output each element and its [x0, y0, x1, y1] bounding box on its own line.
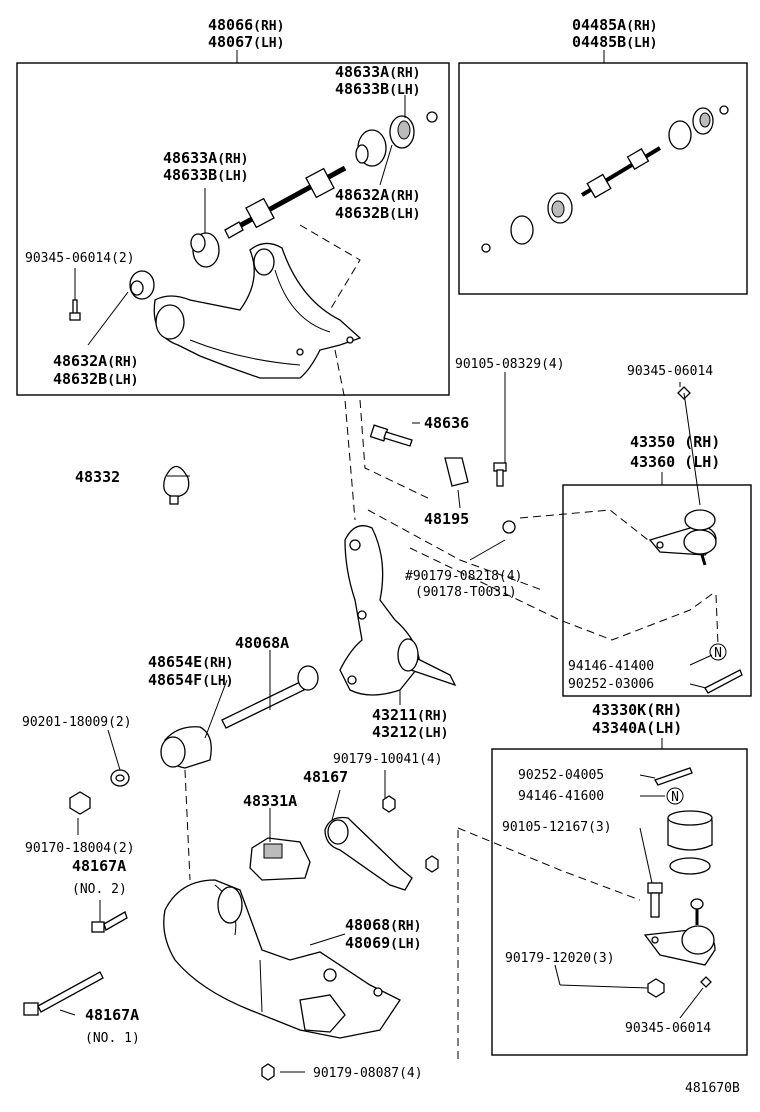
kit-shaft — [481, 105, 729, 253]
label-90179-10041: 90179-10041(4) — [333, 752, 443, 767]
label-90345-06014: 90345-06014 — [627, 364, 713, 379]
label-90252-03006: 90252-03006 — [568, 677, 654, 692]
bushing-48654 — [160, 726, 212, 769]
label-48636: 48636 — [424, 414, 469, 432]
label-90179-12020: 90179-12020(3) — [505, 951, 615, 966]
n-symbol-upper — [709, 643, 727, 661]
label-48167a-no2-sub: (NO. 2) — [72, 882, 127, 897]
upper-ball-joint — [648, 386, 717, 566]
bushing-48632-top — [389, 115, 415, 149]
label-48654f: 48654F(LH) — [148, 671, 234, 689]
label-90252-04005: 90252-04005 — [518, 768, 604, 783]
label-04485b: 04485B(LH) — [572, 33, 658, 51]
label-43212: 43212(LH) — [372, 723, 448, 741]
stopper-48331a — [249, 837, 311, 881]
n-symbol-upper-text: N — [714, 646, 722, 661]
upper-arm-shaft — [224, 165, 347, 239]
label-90105-12167: 90105-12167(3) — [502, 820, 612, 835]
cotter-pin-90252-03006 — [704, 669, 743, 694]
label-43360: 43360 (LH) — [630, 453, 720, 471]
label-48167a-no1: 48167A — [85, 1006, 139, 1024]
label-90170-18004: 90170-18004(2) — [25, 841, 135, 856]
dust-boot — [667, 810, 713, 875]
label-48069: 48069(LH) — [345, 934, 421, 952]
label-48633a-mid: 48633A(RH) — [163, 149, 249, 167]
cotter-pin-90252-04005 — [654, 767, 693, 786]
label-48331a: 48331A — [243, 792, 297, 810]
lower-ball-joint-box — [491, 748, 748, 1056]
label-48167a-no2: 48167A — [72, 857, 126, 875]
bump-stopper-48332 — [163, 465, 190, 505]
label-90179-08218: #90179-08218(4) — [405, 569, 522, 584]
n-symbol-lower-text: N — [671, 790, 679, 805]
label-48633b-top: 48633B(LH) — [335, 80, 421, 98]
lower-ball-joint — [643, 882, 716, 998]
label-43211: 43211(RH) — [372, 706, 448, 724]
label-48654e: 48654E(RH) — [148, 653, 234, 671]
idler-arm-48167 — [324, 795, 439, 891]
label-48068a: 48068A — [235, 634, 289, 652]
bolt-90345-small — [69, 111, 438, 321]
label-90345-06014-b: 90345-06014 — [625, 1021, 711, 1036]
label-90105-08329: 90105-08329(4) — [455, 357, 565, 372]
bolt-48167a-no1 — [23, 971, 104, 1016]
bushing-48632-low — [129, 270, 155, 300]
label-48167: 48167 — [303, 768, 348, 786]
bolt-48636 — [369, 424, 413, 447]
label-90178-t0031: (90178-T0031) — [415, 585, 517, 600]
bushing-48633-top — [355, 129, 387, 167]
upper-ball-joint-box — [562, 484, 752, 697]
upper-arm-bushing-kit-box — [458, 62, 748, 295]
upper-arm-group-box — [16, 62, 450, 396]
label-43340a: 43340A(LH) — [592, 719, 682, 737]
upper-control-arm — [153, 242, 362, 379]
label-48632b-low: 48632B(LH) — [53, 370, 139, 388]
label-48195: 48195 — [424, 510, 469, 528]
washer-90201 — [110, 769, 130, 787]
bolt-90105 — [493, 462, 516, 534]
steering-knuckle — [339, 525, 457, 696]
diagram-id: 481670B — [685, 1081, 740, 1096]
label-94146-41400: 94146-41400 — [568, 659, 654, 674]
nut-90170 — [69, 791, 91, 815]
label-48633a-top: 48633A(RH) — [335, 63, 421, 81]
bushing-48633-mid — [190, 232, 220, 268]
label-90345-06014-2: 90345-06014(2) — [25, 251, 135, 266]
n-symbol-lower — [666, 787, 684, 805]
bracket-48195 — [444, 457, 469, 487]
label-48067: 48067(LH) — [208, 33, 284, 51]
label-48068: 48068(RH) — [345, 916, 421, 934]
lower-control-arm — [163, 879, 401, 1039]
label-90179-08087: 90179-08087(4) — [313, 1066, 423, 1081]
bolt-48167a-no2 — [91, 911, 128, 933]
label-94146-41600: 94146-41600 — [518, 789, 604, 804]
label-48633b-mid: 48633B(LH) — [163, 166, 249, 184]
label-43350: 43350 (RH) — [630, 433, 720, 451]
label-48332: 48332 — [75, 468, 120, 486]
label-48167a-no1-sub: (NO. 1) — [85, 1031, 140, 1046]
label-48632a-mid: 48632A(RH) — [335, 186, 421, 204]
label-43330k: 43330K(RH) — [592, 701, 682, 719]
bolt-48068a — [221, 665, 319, 729]
label-48632a-low: 48632A(RH) — [53, 352, 139, 370]
label-48632b-mid: 48632B(LH) — [335, 204, 421, 222]
nut-90179-08087 — [261, 1063, 275, 1081]
label-48066: 48066(RH) — [208, 16, 284, 34]
label-90201-18009: 90201-18009(2) — [22, 715, 132, 730]
label-04485a: 04485A(RH) — [572, 16, 658, 34]
